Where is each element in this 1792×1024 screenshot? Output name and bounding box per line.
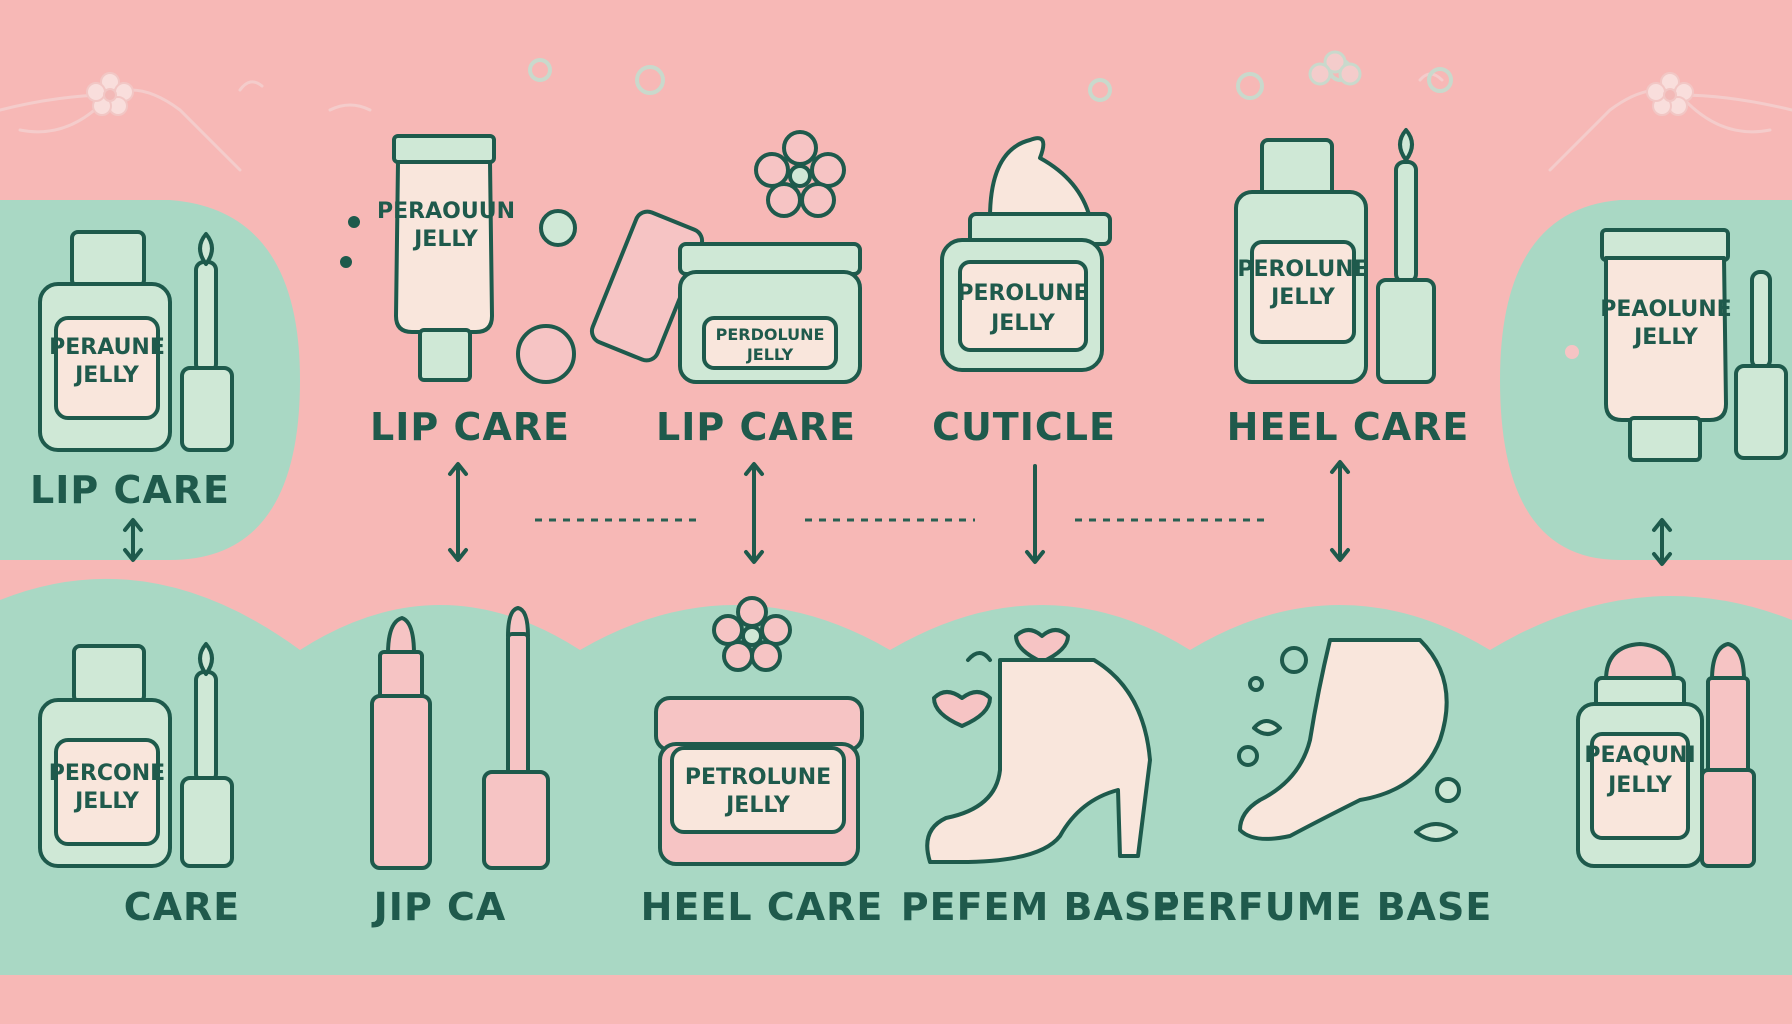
jar-label-line: JELLY [73,789,140,814]
arrow-icon [1652,518,1672,566]
top-item-label: LIP CARE [30,468,230,512]
jar-label-line: JELLY [724,793,791,818]
jar-label-line: JELLY [1269,285,1336,310]
jar-label-line: JELLY [746,345,794,364]
jar-label-line: JELLY [412,227,479,252]
top-item-label: LIP CARE [656,405,856,449]
flower-icon [754,130,846,218]
jar-label-line: PERAOUUN [377,199,515,224]
bottom-item-label: PEFEM BASE [901,885,1179,929]
bottle-and-applicator-icon [38,230,234,452]
foot-icon [1237,638,1461,842]
jar-label-line: PETROLUNE [685,765,831,790]
jar-and-lipstick-icon [1576,642,1756,868]
bottle-and-applicator-icon [1234,128,1436,384]
tube-icon [340,134,577,384]
jar-label-line: JELLY [1606,773,1673,798]
jar-label-line: PERCONE [49,761,165,786]
top-item-label: CUTICLE [932,405,1116,449]
bottom-item-label: CARE [124,885,241,929]
tube-and-applicator-icon [1565,228,1788,462]
jar-label-line: PEAQUNI [1584,743,1695,768]
jar-label-line: JELLY [73,363,140,388]
open-jar-icon [589,130,862,384]
jar-label-line: PERAUNE [49,335,165,360]
high-heel-shoe-icon [925,628,1152,864]
jar-label-line: PEROLUNE [1237,257,1368,282]
flower-decor-icon [86,72,134,116]
flower-decor-icon [1308,50,1362,86]
arrow-icon [123,518,143,562]
bottom-item-label: PERFUME BASE [1152,885,1493,929]
top-item-label: LIP CARE [370,405,570,449]
jar-label-line: PEAOLUNE [1600,297,1731,322]
arrow-icon [1025,464,1045,564]
arrow-icon [448,462,468,562]
cream-jar-icon [940,136,1112,372]
jar-label-line: JELLY [989,311,1056,336]
flower-decor-icon [1646,72,1694,116]
flower-icon [712,596,792,672]
jar-label-line: PEROLUNE [957,281,1088,306]
bottle-and-applicator-icon [38,642,234,868]
arrow-icon [744,462,764,564]
jar-label-line: PERDOLUNE [716,325,825,344]
bottom-item-label: JIP CA [371,885,507,929]
arrow-icon [1330,460,1350,562]
jar-icon [654,596,864,866]
top-item-label: HEEL CARE [1227,405,1470,449]
jar-label-line: JELLY [1632,325,1699,350]
bottom-item-label: HEEL CARE [641,885,884,929]
lipstick-icon [370,606,550,870]
